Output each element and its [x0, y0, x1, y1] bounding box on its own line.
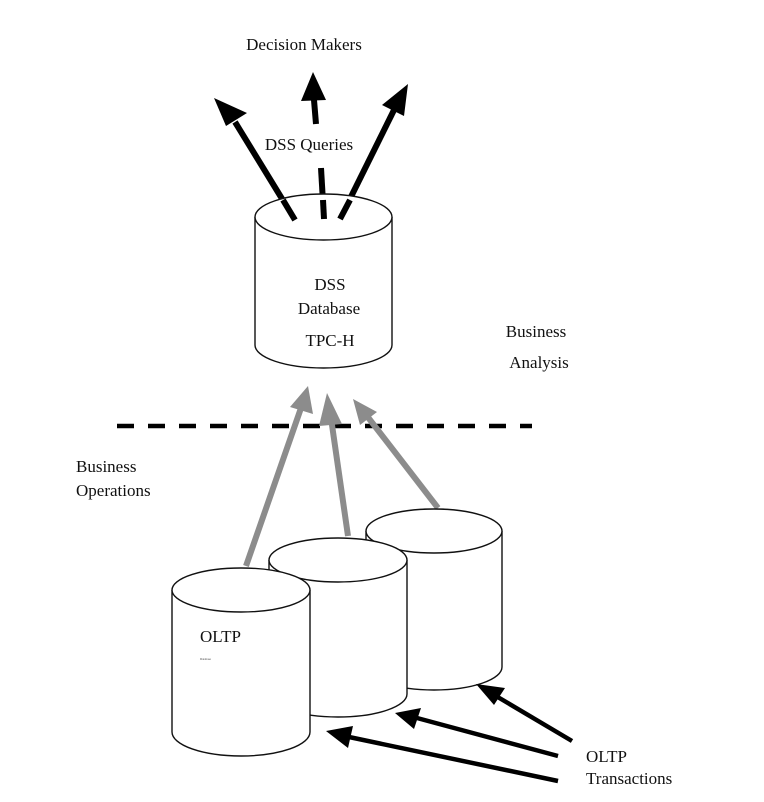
oltp-transaction-arrows [326, 684, 574, 784]
dss-queries-label: DSS Queries [265, 135, 353, 154]
feed-arrow-middle [328, 417, 351, 537]
feed-arrow-back [364, 414, 441, 510]
oltp-transactions-label-line2: Transactions [586, 769, 672, 788]
dss-db-label-line1: DSS [314, 275, 345, 294]
business-analysis-label-line2: Analysis [509, 353, 569, 372]
etl-feed-arrows [243, 386, 441, 567]
transaction-arrowhead-middle [395, 708, 421, 729]
feed-arrowhead-middle [319, 393, 342, 426]
transaction-arrow-middle [416, 715, 559, 759]
oltp-front-cylinder-body [171, 590, 311, 757]
transaction-arrow-back [494, 694, 574, 743]
dss-db-label-line3: TPC-H [305, 331, 354, 350]
oltp-back-cylinder-top [365, 508, 503, 554]
dss-cylinder-body [254, 217, 393, 369]
oltp-database-cylinder-front: OLTP Database [171, 567, 311, 757]
oltp-transactions-label-line1: OLTP [586, 747, 627, 766]
decision-makers-label: Decision Makers [246, 35, 362, 54]
transaction-arrow-front [348, 734, 559, 784]
dss-db-label-line2: Database [298, 299, 360, 318]
transaction-arrowhead-back [476, 684, 505, 705]
dss-query-arrow-center-base [320, 199, 327, 220]
oltp-db-title: OLTP [200, 627, 241, 646]
oltp-front-cylinder-top [171, 567, 311, 613]
business-analysis-label-line1: Business [506, 322, 566, 341]
dss-query-arrowhead-center [301, 72, 326, 101]
oltp-db-subtitle: Database [200, 657, 212, 661]
feed-arrow-front [243, 407, 304, 567]
feed-arrowhead-back [353, 399, 377, 425]
business-operations-label-line1: Business [76, 457, 136, 476]
transaction-arrowhead-front [326, 726, 353, 748]
dss-query-arrow-left-base [280, 198, 298, 222]
oltp-middle-cylinder-top [268, 537, 408, 583]
dss-query-arrowhead-right [382, 84, 408, 116]
dss-database-cylinder: DSS Database TPC-H [254, 193, 393, 369]
dss-query-arrow-right-base [337, 198, 353, 221]
business-operations-label-line2: Operations [76, 481, 151, 500]
dss-query-arrowhead-left [214, 98, 247, 126]
feed-arrowhead-front [290, 386, 313, 414]
dss-query-arrow-center-upper [311, 99, 319, 125]
